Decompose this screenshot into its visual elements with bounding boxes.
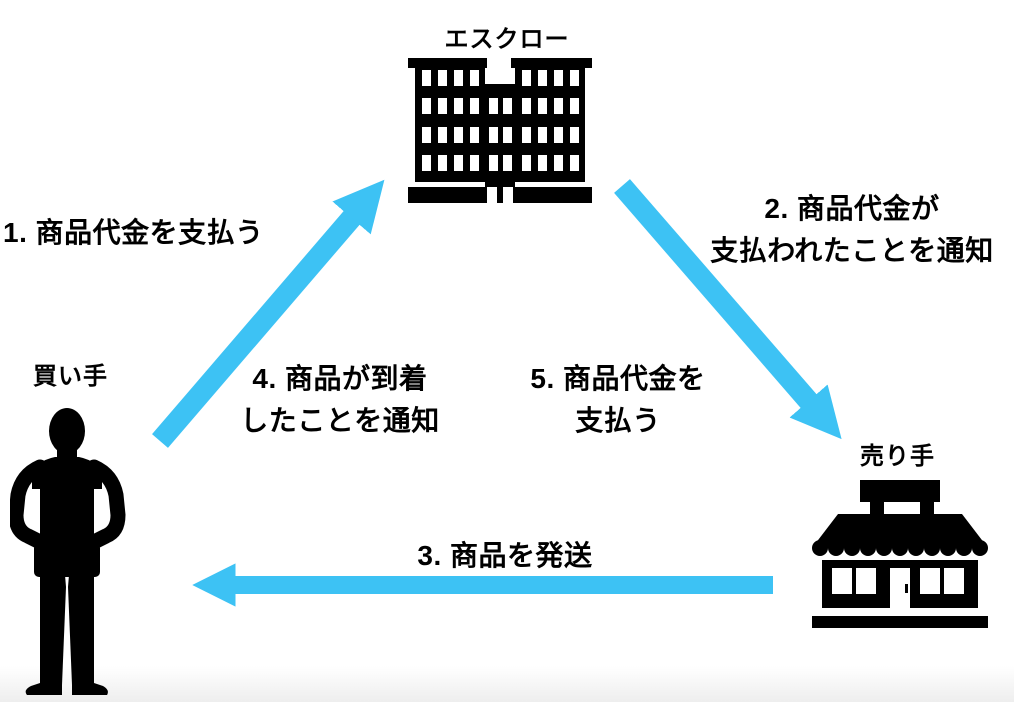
step2-label: 2. 商品代金が 支払われたことを通知 [692,188,1012,272]
step5-label: 5. 商品代金を 支払う [508,358,728,442]
escrow-node-label: エスクロー [444,26,570,53]
buyer-node-label: 買い手 [33,363,108,390]
step2-label-line: 支払われたことを通知 [710,235,994,266]
step1-label: 1. 商品代金を支払う [3,212,264,254]
step2-label-line: 2. 商品代金が [764,193,940,224]
step4-label-line: したことを通知 [240,405,440,436]
arrow-buyer-to-escrow [152,179,385,448]
step3-label-line: 3. 商品を発送 [417,540,593,571]
step4-label-line: 4. 商品が到着 [252,363,428,394]
floor-shadow [0,666,1014,702]
seller-node-label: 売り手 [860,443,935,470]
person-icon [10,408,126,695]
storefront-icon [812,480,988,628]
step5-label-line: 支払う [575,405,661,436]
step4-label: 4. 商品が到着 したことを通知 [225,358,455,442]
step5-label-line: 5. 商品代金を [530,363,706,394]
step3-label: 3. 商品を発送 [395,535,615,577]
step1-label-line: 1. 商品代金を支払う [3,217,264,248]
arrow-escrow-to-seller [614,179,842,440]
office-building-icon [408,58,592,203]
